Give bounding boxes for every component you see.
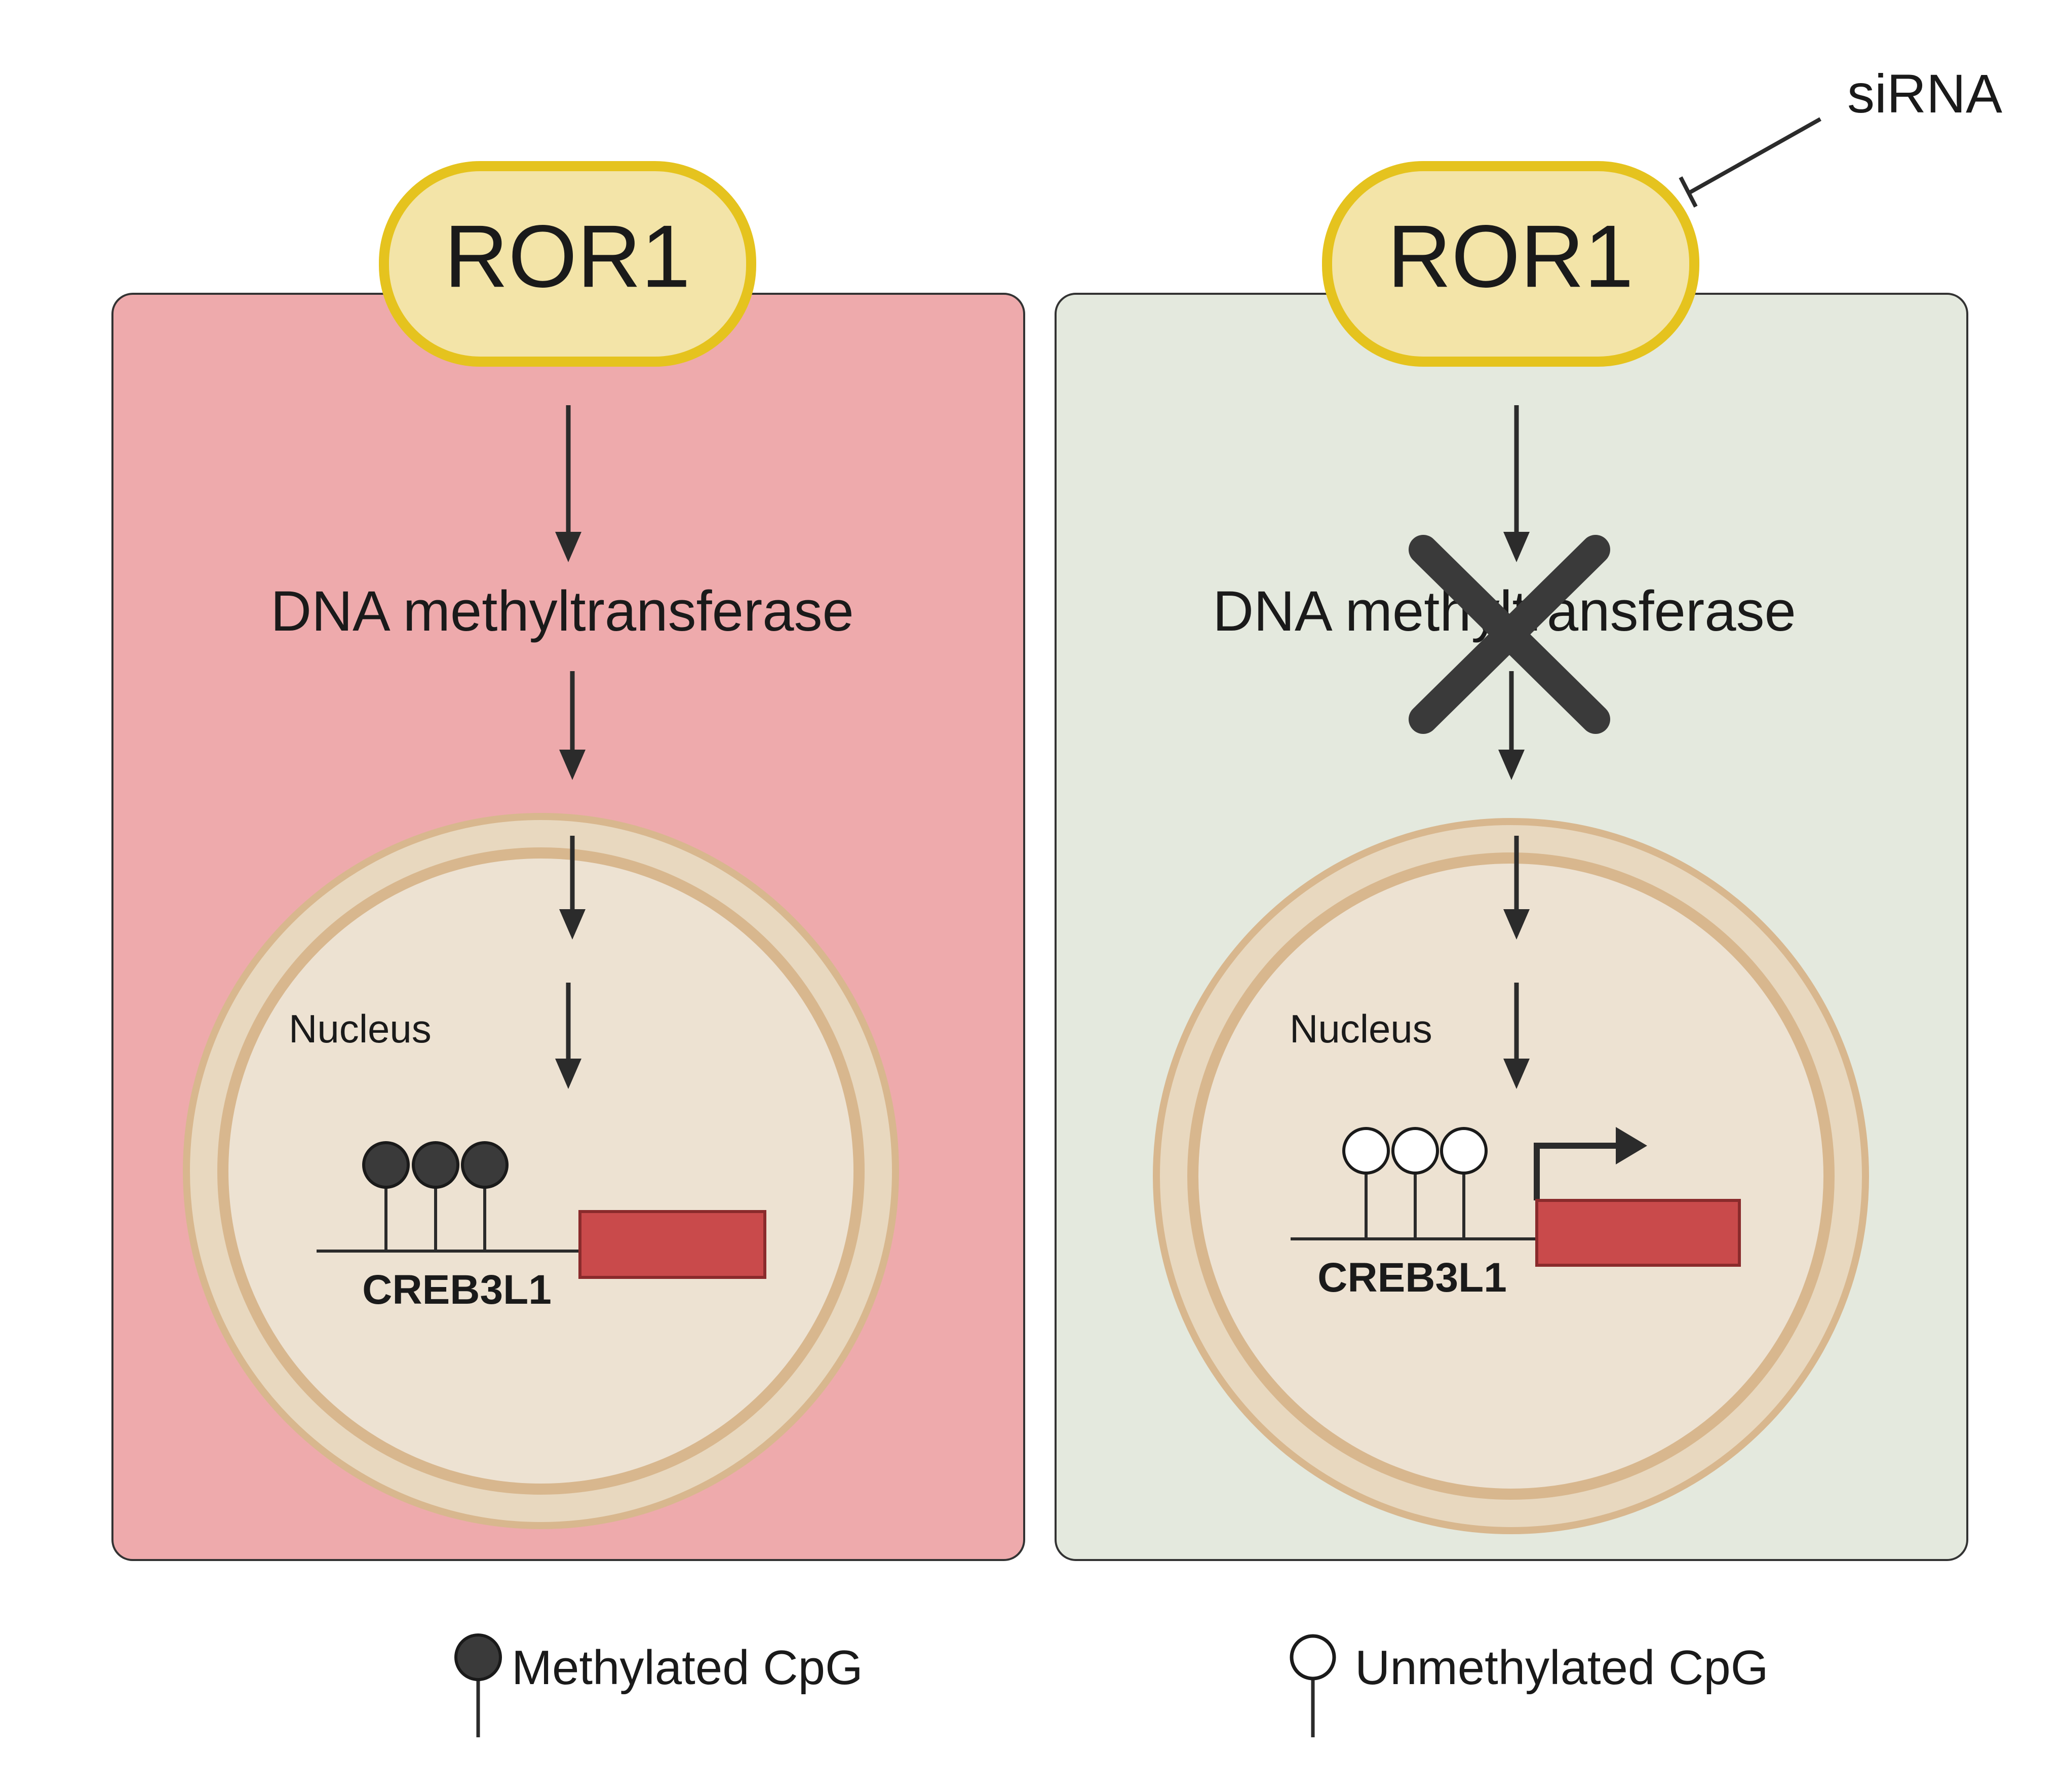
left-arrow-2 [559, 671, 586, 780]
right-cpg-3 [1440, 1127, 1488, 1239]
left-ror1-receptor: ROR1 [379, 161, 756, 367]
methylated-cpg-legend: Methylated CpG [454, 1633, 863, 1737]
methylated-cpg-label: Methylated CpG [512, 1641, 863, 1695]
left-cpg-1 [362, 1141, 410, 1251]
right-arrow-1 [1503, 405, 1530, 562]
left-panel: ROR1 DNA methyltransferase Nucleus [111, 161, 1025, 1561]
right-nucleus-label: Nucleus [1290, 1006, 1432, 1051]
left-arrow-4 [555, 983, 581, 1089]
methylated-cpg-icon [454, 1633, 502, 1681]
right-gene-box [1535, 1199, 1741, 1267]
unmethylated-cpg-icon [1290, 1634, 1336, 1681]
right-arrow-2 [1498, 671, 1525, 780]
blocked-x-icon [1409, 535, 1610, 734]
right-cpg-1 [1342, 1127, 1390, 1239]
left-gene-box [578, 1210, 766, 1279]
left-gene-label: CREB3L1 [362, 1267, 552, 1313]
left-nucleus-label: Nucleus [289, 1006, 432, 1051]
legend: Methylated CpG Unmethylated CpG [454, 1633, 1768, 1737]
right-arrow-3 [1503, 836, 1530, 940]
right-nucleus [1153, 818, 1869, 1534]
right-panel: siRNA ROR1 DNA methyltransferase [1055, 63, 2002, 1561]
left-dnmt-label: DNA methyltransferase [270, 579, 854, 643]
right-ror1-label: ROR1 [1387, 207, 1634, 306]
right-gene-label: CREB3L1 [1317, 1255, 1507, 1301]
left-arrow-1 [555, 405, 581, 562]
unmethylated-cpg-legend: Unmethylated CpG [1290, 1634, 1768, 1737]
sirna-label: siRNA [1847, 63, 2002, 124]
left-arrow-3 [559, 836, 586, 940]
left-ror1-label: ROR1 [444, 207, 690, 306]
left-gene: CREB3L1 [317, 1141, 766, 1313]
left-cpg-2 [412, 1141, 459, 1251]
sirna-inhibition: siRNA [1679, 63, 2002, 208]
right-gene: CREB3L1 [1291, 1127, 1741, 1301]
left-cpg-3 [461, 1141, 509, 1251]
right-arrow-4 [1503, 983, 1530, 1089]
transcription-start-arrow-icon [1534, 1127, 1647, 1200]
right-ror1-receptor: ROR1 [1322, 161, 1699, 367]
left-nucleus [183, 813, 899, 1529]
right-cpg-2 [1391, 1127, 1439, 1239]
unmethylated-cpg-label: Unmethylated CpG [1355, 1641, 1768, 1695]
